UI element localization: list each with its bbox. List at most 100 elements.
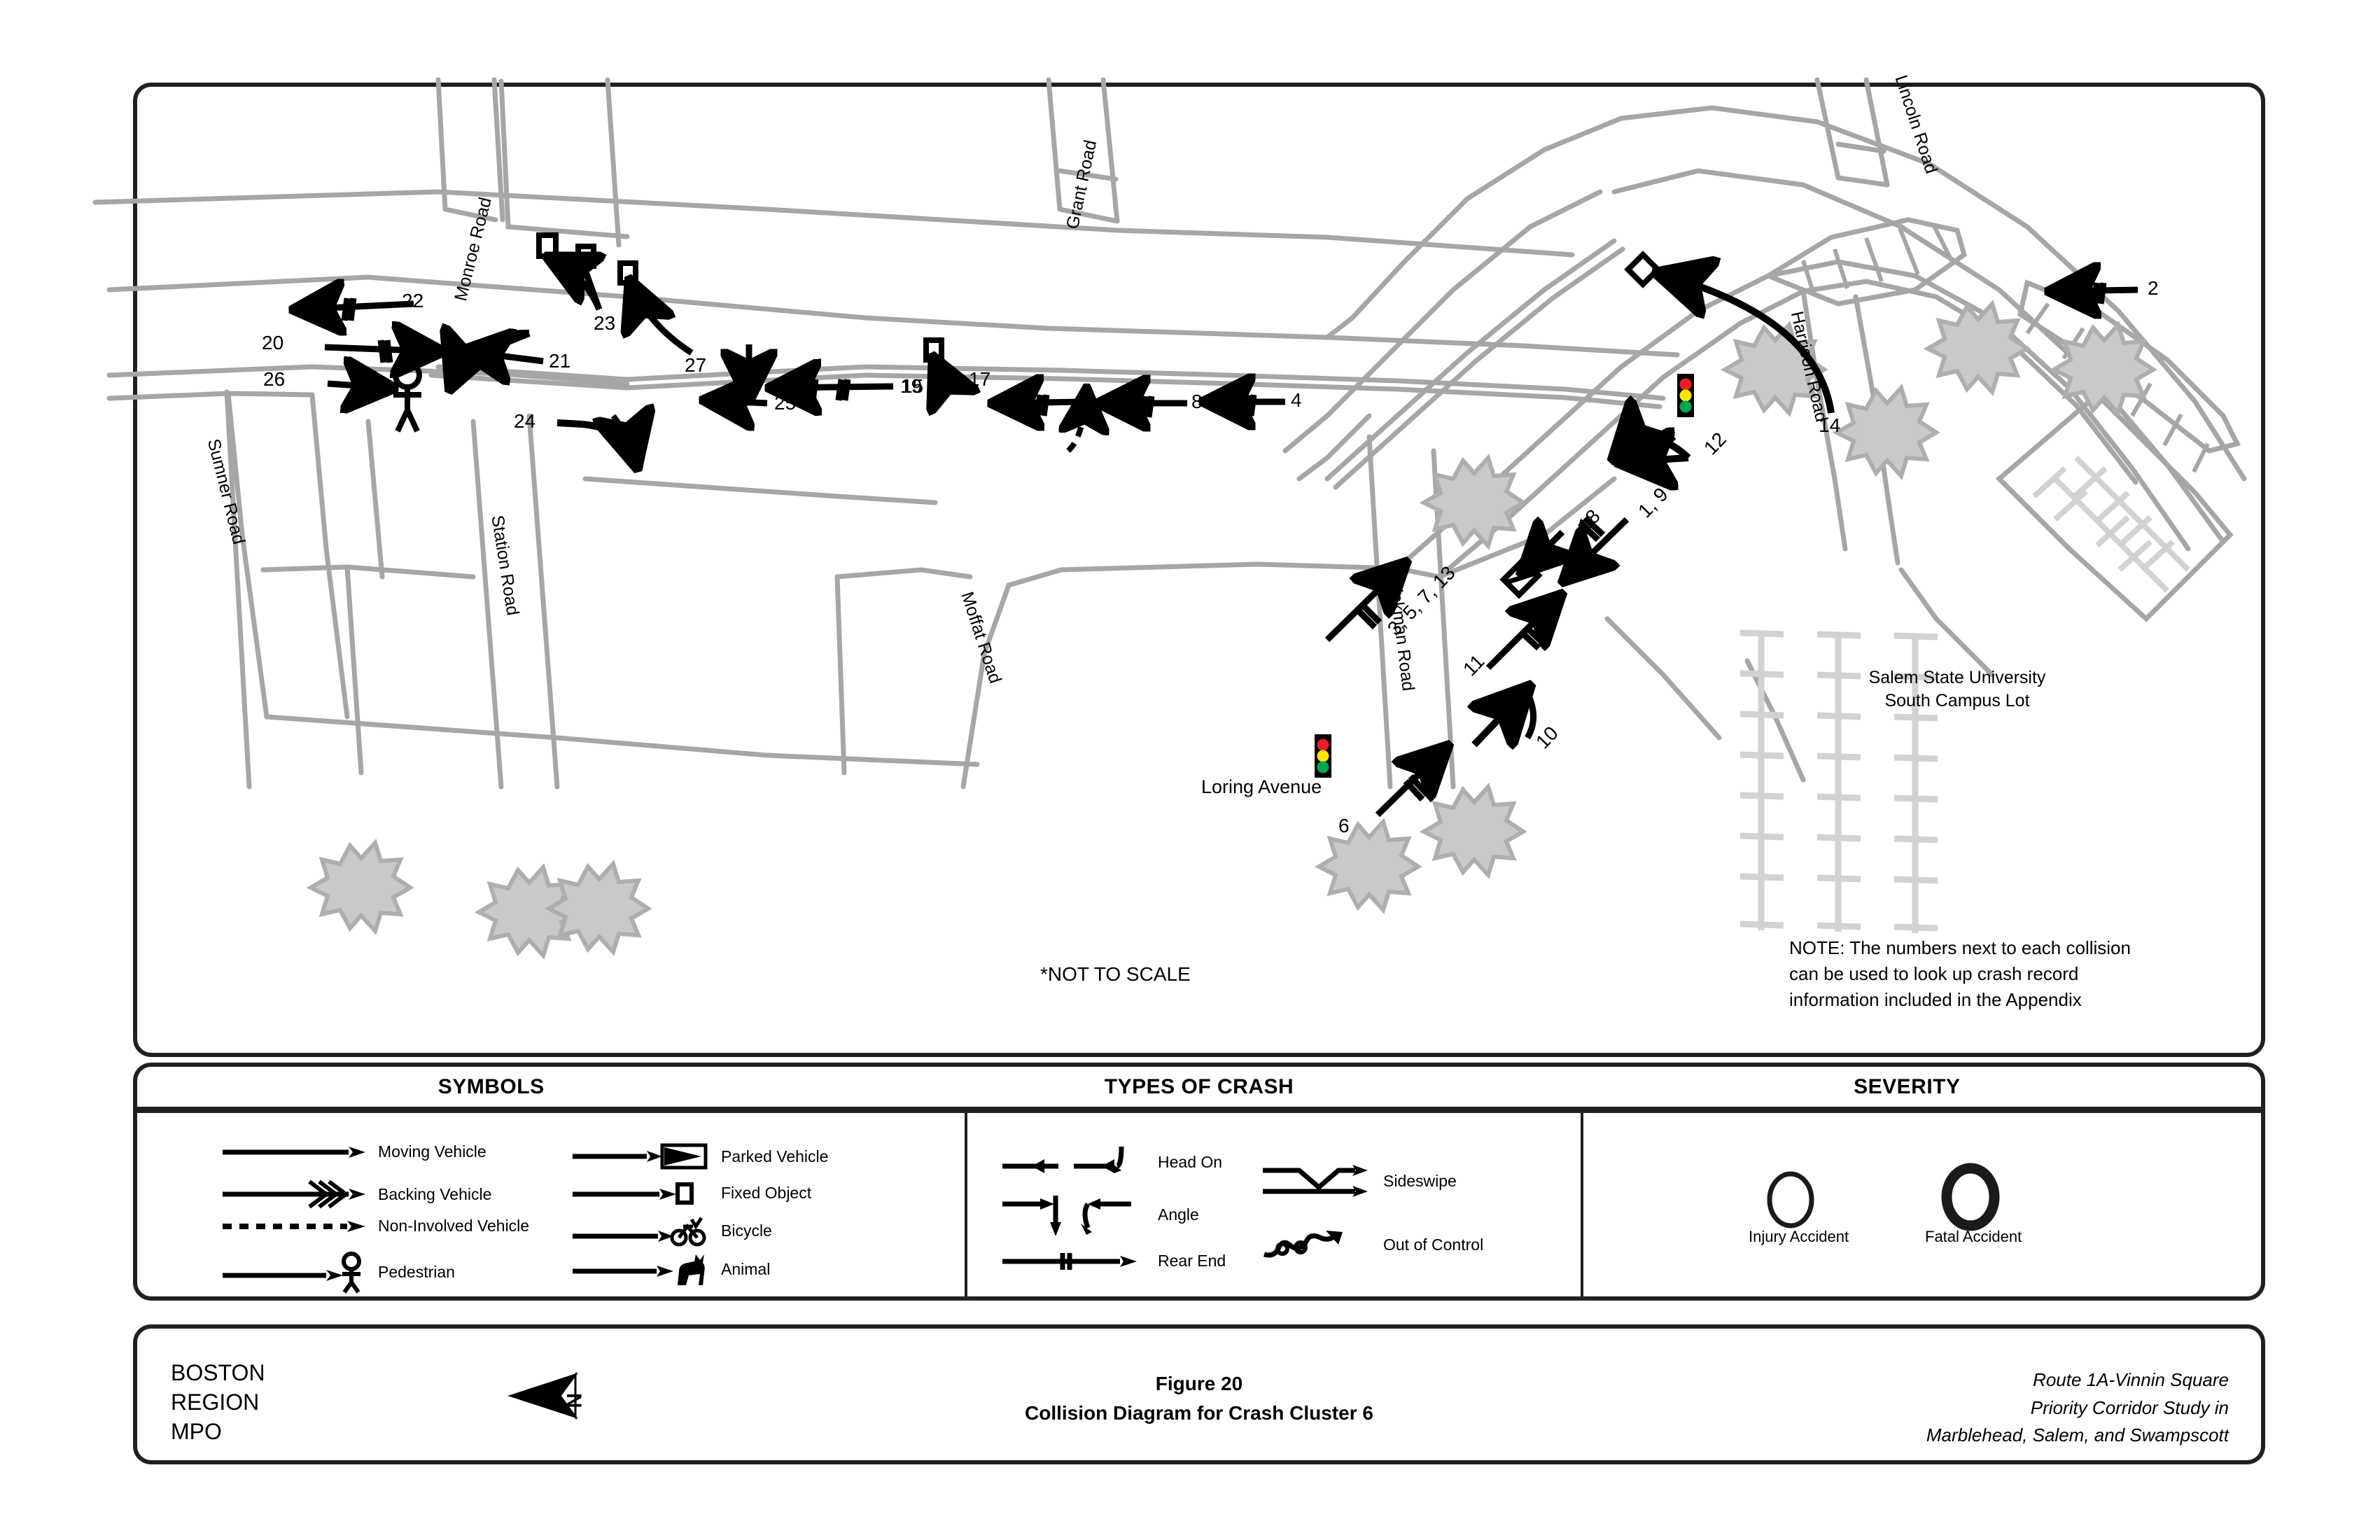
title-block: BOSTON REGION MPO N Figure 20 Collision … (133, 1324, 2265, 1464)
head-on-icon (1002, 1146, 1124, 1173)
collision-2 (2054, 283, 2138, 304)
north-arrow-letter: N (562, 1393, 585, 1408)
study-line-2: Priority Corridor Study in (2030, 1396, 2229, 1418)
map-panel: 22 20 26 21 19 23 27 25 24 15 17 16 8 4 … (92, 73, 2265, 1057)
legend-label-injury-accident: Injury Accident (1749, 1228, 1849, 1245)
collision-label-19: 19 (900, 375, 923, 397)
landmark-line-1: Salem State University (1868, 668, 2046, 687)
rear-end-icon (1002, 1253, 1137, 1270)
legend-label-moving-vehicle: Moving Vehicle (378, 1142, 486, 1161)
legend-item-animal: Animal (571, 1250, 770, 1288)
note-line-2: can be used to look up crash record (1789, 962, 2079, 984)
legend-item-injury-accident: Injury Accident (1749, 1171, 1849, 1246)
legend-label-sideswipe: Sideswipe (1383, 1171, 1457, 1190)
legend-item-angle: Angle (1001, 1191, 1199, 1238)
angle-icon (1002, 1196, 1131, 1236)
collision-label-22: 22 (402, 290, 424, 312)
legend-column-types: Head On Angle (967, 1113, 1583, 1296)
legend-header-row: SYMBOLS TYPES OF CRASH SEVERITY (137, 1067, 2261, 1113)
legend-header-severity: SEVERITY (1854, 1074, 1961, 1098)
collision-27 (617, 260, 694, 356)
collision-16 (997, 392, 1086, 453)
collision-1-9 (1567, 515, 1630, 578)
collision-label-2: 2 (2148, 277, 2159, 299)
legend-label-bicycle: Bicycle (721, 1221, 772, 1240)
org-line-1: BOSTON (171, 1360, 265, 1385)
collision-20 (324, 340, 438, 363)
fixed-object-icon (573, 1182, 694, 1205)
collision-8 (1103, 396, 1187, 417)
study-line-1: Route 1A-Vinnin Square (2033, 1369, 2229, 1390)
road-label-loring-avenue: Loring Avenue (1201, 776, 1322, 797)
legend-item-fatal-accident: Fatal Accident (1925, 1163, 2022, 1246)
traffic-signal-symbols (1315, 374, 1694, 778)
collision-label-20: 20 (262, 332, 284, 354)
figure-number: Figure 20 (1155, 1373, 1243, 1394)
parking-aisle-ticks (1740, 629, 1938, 933)
parking-stalls-lot (2032, 456, 2190, 593)
collision-23 (536, 232, 599, 311)
legend-item-moving-vehicle: Moving Vehicle (221, 1142, 486, 1161)
legend-item-head-on: Head On (1001, 1142, 1222, 1182)
traffic-signal-east (1677, 374, 1694, 417)
collision-label-14: 14 (1819, 414, 1841, 436)
figure-title: Collision Diagram for Crash Cluster 6 (1025, 1402, 1373, 1424)
fatal-circle-icon (1941, 1163, 2000, 1231)
legend-panel: SYMBOLS TYPES OF CRASH SEVERITY Moving V… (133, 1063, 2265, 1301)
legend-item-backing-vehicle: Backing Vehicle (221, 1179, 491, 1210)
collision-4 (1208, 395, 1285, 416)
legend-label-parked-vehicle: Parked Vehicle (721, 1147, 829, 1166)
mpo-organization-name: BOSTON REGION MPO (171, 1358, 265, 1447)
legend-label-out-of-control: Out of Control (1383, 1235, 1484, 1254)
figure-caption: Figure 20 Collision Diagram for Crash Cl… (137, 1369, 2261, 1428)
animal-deer-icon (573, 1254, 705, 1285)
collision-6 (1375, 749, 1445, 818)
collision-12 (1617, 439, 1691, 462)
legend-column-severity: Injury Accident Fatal Accident (1583, 1113, 2261, 1296)
legend-item-out-of-control: Out of Control (1261, 1229, 1483, 1260)
injury-circle-icon (1767, 1171, 1814, 1228)
legend-label-angle: Angle (1158, 1205, 1199, 1224)
bicycle-icon (573, 1217, 706, 1247)
parked-vehicle-icon (573, 1143, 708, 1170)
legend-item-parked-vehicle: Parked Vehicle (571, 1142, 828, 1170)
north-arrow: N (507, 1369, 606, 1425)
study-line-3: Marblehead, Salem, and Swampscott (1926, 1424, 2229, 1446)
collision-label-27: 27 (685, 354, 707, 376)
legend-column-symbols: Moving Vehicle Backing Vehicle (137, 1113, 967, 1296)
moving-vehicle-arrow-icon (223, 1146, 365, 1158)
legend-label-fixed-object: Fixed Object (721, 1183, 812, 1202)
collision-label-26: 26 (263, 368, 286, 390)
traffic-signal-west (1315, 734, 1331, 778)
collision-26 (327, 363, 422, 433)
landmark-line-2: South Campus Lot (1884, 690, 2030, 710)
collision-15 (774, 379, 894, 400)
collision-label-23: 23 (594, 312, 616, 334)
collision-label-15: 15 (902, 375, 924, 397)
out-of-control-icon (1264, 1231, 1343, 1258)
collision-24 (556, 416, 637, 463)
org-line-3: MPO (171, 1419, 222, 1445)
collision-25 (708, 344, 767, 403)
legend-label-head-on: Head On (1158, 1152, 1223, 1171)
collision-label-16: 16 (1088, 392, 1110, 414)
legend-item-pedestrian: Pedestrian (221, 1250, 455, 1294)
legend-label-non-involved-vehicle: Non-Involved Vehicle (378, 1217, 530, 1235)
map-drawing (92, 77, 2247, 960)
legend-label-rear-end: Rear End (1158, 1251, 1226, 1270)
collision-14 (1624, 251, 1835, 414)
collision-21 (452, 333, 544, 384)
legend-header-symbols: SYMBOLS (438, 1074, 545, 1098)
collision-label-4: 4 (1291, 389, 1302, 411)
legend-label-animal: Animal (721, 1259, 771, 1278)
collision-label-21: 21 (549, 350, 571, 372)
legend-item-non-involved-vehicle: Non-Involved Vehicle (221, 1217, 529, 1236)
legend-body: Moving Vehicle Backing Vehicle (137, 1113, 2261, 1296)
pedestrian-icon (223, 1252, 361, 1294)
not-to-scale-label: *NOT TO SCALE (1040, 963, 1191, 985)
legend-item-fixed-object: Fixed Object (571, 1180, 811, 1205)
collision-label-6: 6 (1338, 815, 1350, 836)
study-reference: Route 1A-Vinnin Square Priority Corridor… (1926, 1366, 2229, 1450)
note-line-1: NOTE: The numbers next to each collision (1789, 937, 2131, 958)
